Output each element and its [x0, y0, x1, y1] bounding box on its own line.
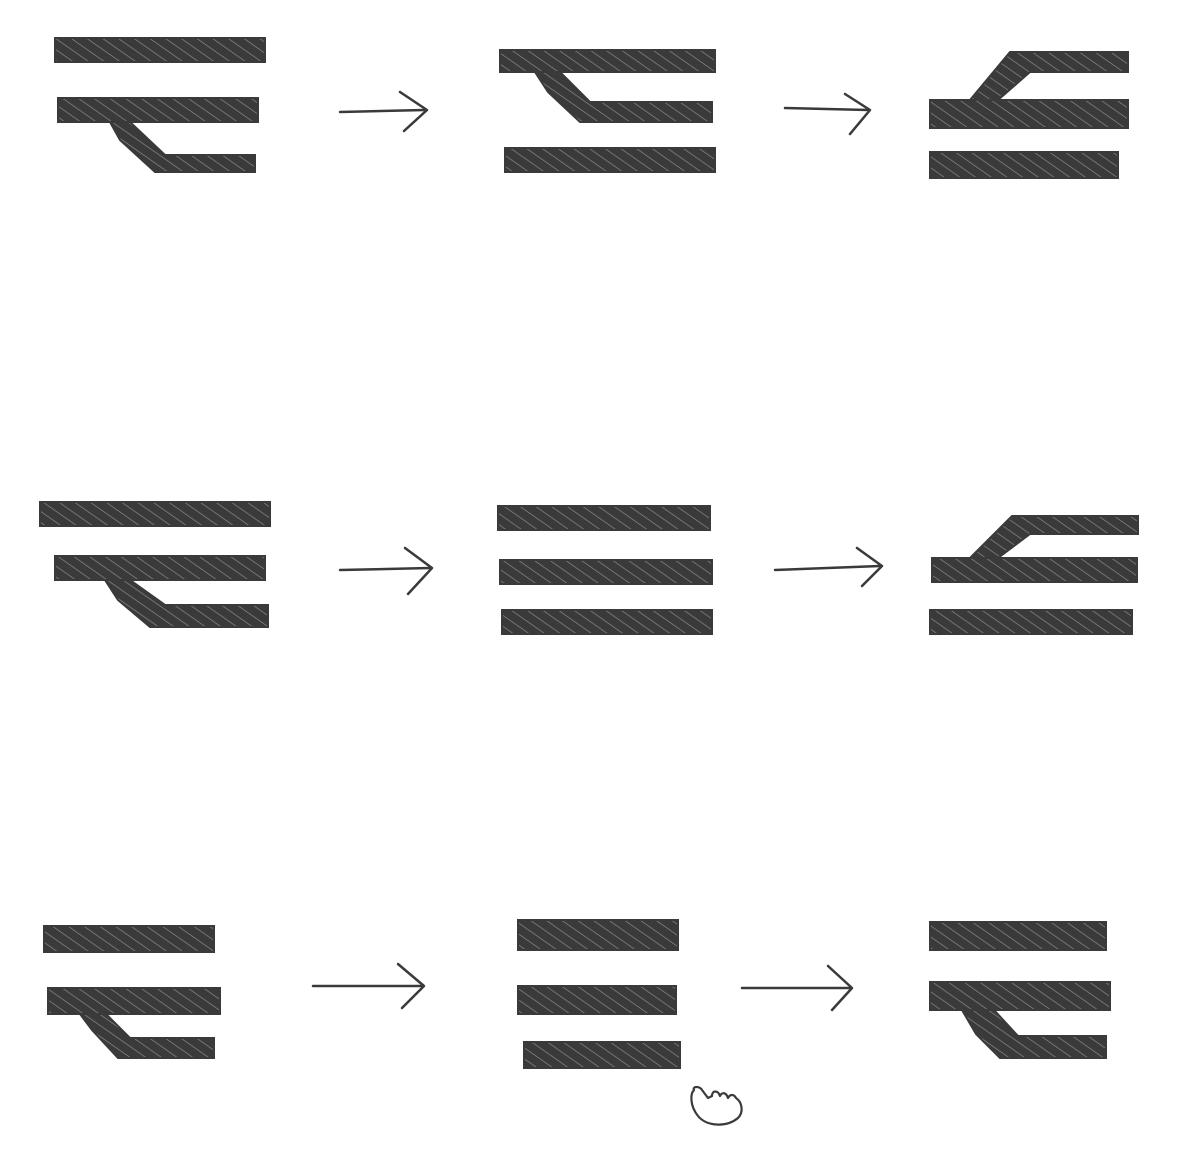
- branch-connector: [108, 121, 256, 173]
- branch-connector: [967, 515, 1139, 559]
- branch-connector: [960, 1009, 1107, 1059]
- hand-pointer-icon: [690, 1085, 743, 1126]
- state-branch-up-from-top: [499, 49, 716, 173]
- state-branch-down: [39, 501, 271, 628]
- row-2: [39, 501, 1139, 635]
- bar-top: [499, 49, 716, 73]
- bar-middle: [47, 987, 221, 1015]
- bar-top: [43, 925, 215, 953]
- bar-top: [929, 921, 1107, 951]
- bar-middle: [499, 559, 713, 585]
- state-three-bars: [497, 505, 713, 635]
- arrow: [311, 962, 426, 1010]
- bar-top: [54, 37, 266, 63]
- bar-middle: [517, 985, 677, 1015]
- bar-middle: [929, 99, 1129, 129]
- bar-middle: [929, 981, 1111, 1011]
- arrow: [338, 90, 429, 133]
- bar-bottom: [501, 609, 713, 635]
- arrow: [338, 546, 434, 596]
- bar-middle: [54, 555, 266, 581]
- arrow: [740, 964, 854, 1012]
- bar-top: [517, 919, 679, 951]
- state-branch-down: [43, 925, 221, 1059]
- state-branch-down: [54, 37, 266, 173]
- arrow: [783, 92, 872, 136]
- state-branch-down: [929, 921, 1111, 1059]
- state-branch-up: [929, 51, 1129, 179]
- branch-connector: [103, 579, 269, 628]
- bar-middle: [57, 97, 259, 123]
- bar-bottom: [929, 609, 1133, 635]
- arrow: [773, 546, 884, 588]
- branch-connector: [967, 51, 1129, 101]
- bar-middle: [931, 557, 1138, 583]
- bar-top: [39, 501, 271, 527]
- bar-top: [497, 505, 711, 531]
- row-1: [54, 37, 1129, 179]
- bar-bottom: [504, 147, 716, 173]
- branch-connector: [533, 71, 713, 123]
- row-3: [43, 919, 1111, 1126]
- state-three-bars: [517, 919, 681, 1069]
- bar-bottom: [523, 1041, 681, 1069]
- branch-connector: [78, 1013, 215, 1059]
- bar-bottom: [929, 151, 1119, 179]
- state-branch-up: [929, 515, 1139, 635]
